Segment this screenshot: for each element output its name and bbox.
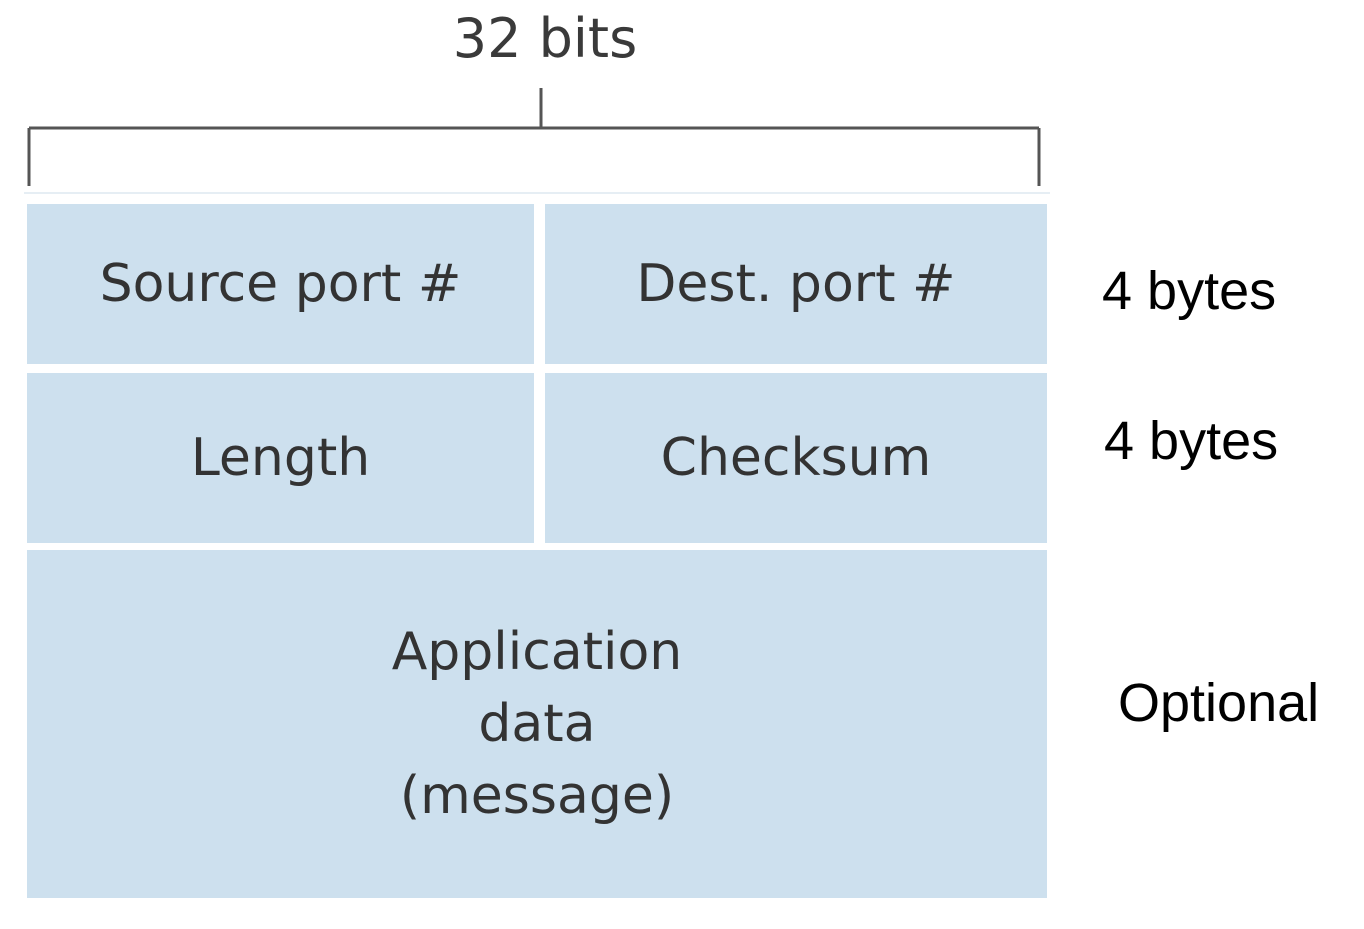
width-bracket xyxy=(24,88,1050,194)
row3-optional-label: Optional xyxy=(1118,673,1320,733)
payload-line-2: data xyxy=(478,694,596,754)
row1-size-label: 4 bytes xyxy=(1102,261,1277,321)
payload-line-1: Application xyxy=(391,622,683,682)
length-field: Length xyxy=(27,373,534,543)
row2-size-label: 4 bytes xyxy=(1104,411,1279,471)
checksum-field: Checksum xyxy=(545,373,1047,543)
payload-line-3: (message) xyxy=(399,766,675,826)
dest-port-field: Dest. port # xyxy=(545,204,1047,364)
application-data-field: Application data (message) xyxy=(27,550,1047,898)
segment-width-label: 32 bits xyxy=(452,7,638,70)
source-port-field: Source port # xyxy=(27,204,534,364)
